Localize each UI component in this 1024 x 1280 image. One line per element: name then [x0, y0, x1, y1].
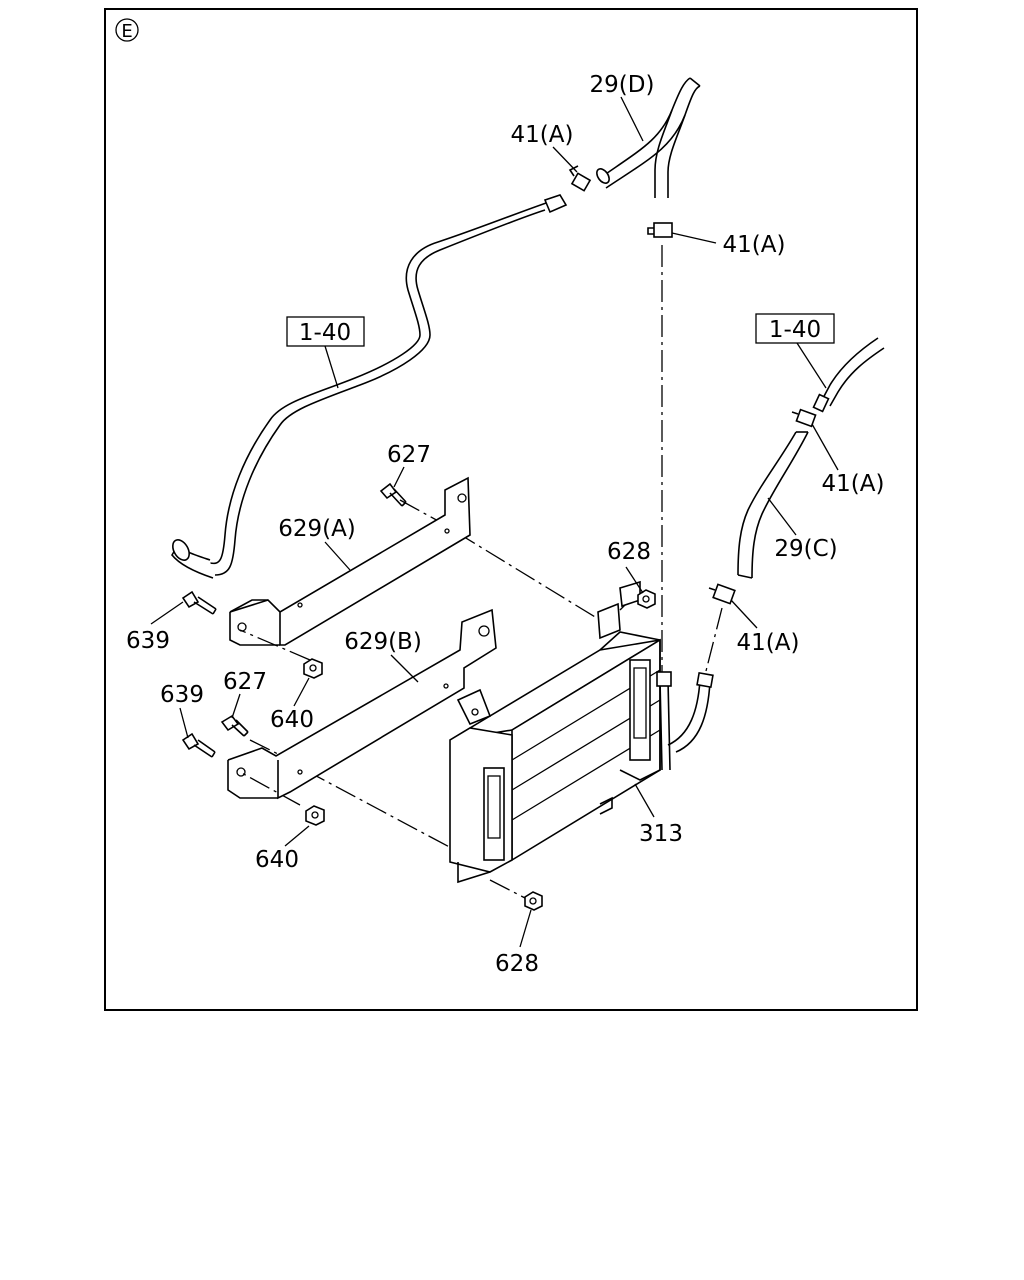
label-639-lower: 639: [160, 682, 204, 708]
label-639-upper: 639: [126, 628, 170, 654]
section-marker: E: [115, 18, 139, 42]
nut-640-lower[interactable]: [305, 805, 325, 826]
leader-lines: [150, 96, 839, 948]
label-628-lower: 628: [495, 951, 539, 977]
ref-box-1-40-right: 1-40: [755, 313, 835, 389]
clamp-41a-lower-right[interactable]: [708, 583, 736, 605]
clamp-41a-top-left[interactable]: [568, 165, 592, 192]
label-640-upper: 640: [270, 707, 314, 733]
nut-640-upper[interactable]: [303, 658, 323, 679]
label-629a: 629(A): [278, 516, 356, 542]
label-29d: 29(D): [590, 72, 655, 98]
diagram-frame: [104, 8, 918, 1011]
label-41a-mid-right: 41(A): [822, 471, 885, 497]
bolt-627-upper[interactable]: [379, 482, 407, 507]
label-627-lower: 627: [223, 669, 267, 695]
label-313: 313: [639, 821, 683, 847]
label-627-upper: 627: [387, 442, 431, 468]
clamp-41a-top-right[interactable]: [647, 222, 673, 238]
ref-box-1-40-left: 1-40: [286, 316, 365, 389]
bolt-627-lower[interactable]: [220, 714, 249, 737]
section-marker-letter: E: [121, 21, 132, 42]
pipe-1-40-left[interactable]: [169, 194, 568, 579]
label-41a-top-left: 41(A): [511, 122, 574, 148]
hose-29c[interactable]: [737, 431, 809, 579]
label-41a-top-right: 41(A): [723, 232, 786, 258]
nut-628-lower[interactable]: [524, 891, 543, 911]
label-629b: 629(B): [344, 629, 422, 655]
nut-628-upper[interactable]: [637, 589, 656, 609]
clamp-41a-mid-right[interactable]: [791, 408, 817, 428]
label-640-lower: 640: [255, 847, 299, 873]
bolt-639-lower[interactable]: [181, 732, 216, 758]
ref-label-1-40-right: 1-40: [769, 317, 821, 343]
oil-cooler-313[interactable]: [449, 580, 714, 884]
bracket-629a[interactable]: [229, 476, 471, 646]
hose-29d[interactable]: [594, 77, 701, 198]
label-29c: 29(C): [774, 536, 837, 562]
bracket-629b[interactable]: [227, 608, 497, 800]
label-41a-lower-right: 41(A): [737, 630, 800, 656]
bolt-639-upper[interactable]: [181, 590, 217, 615]
ref-label-1-40-left: 1-40: [299, 320, 351, 346]
pipe-1-40-right[interactable]: [812, 337, 885, 413]
label-628-upper: 628: [607, 539, 651, 565]
